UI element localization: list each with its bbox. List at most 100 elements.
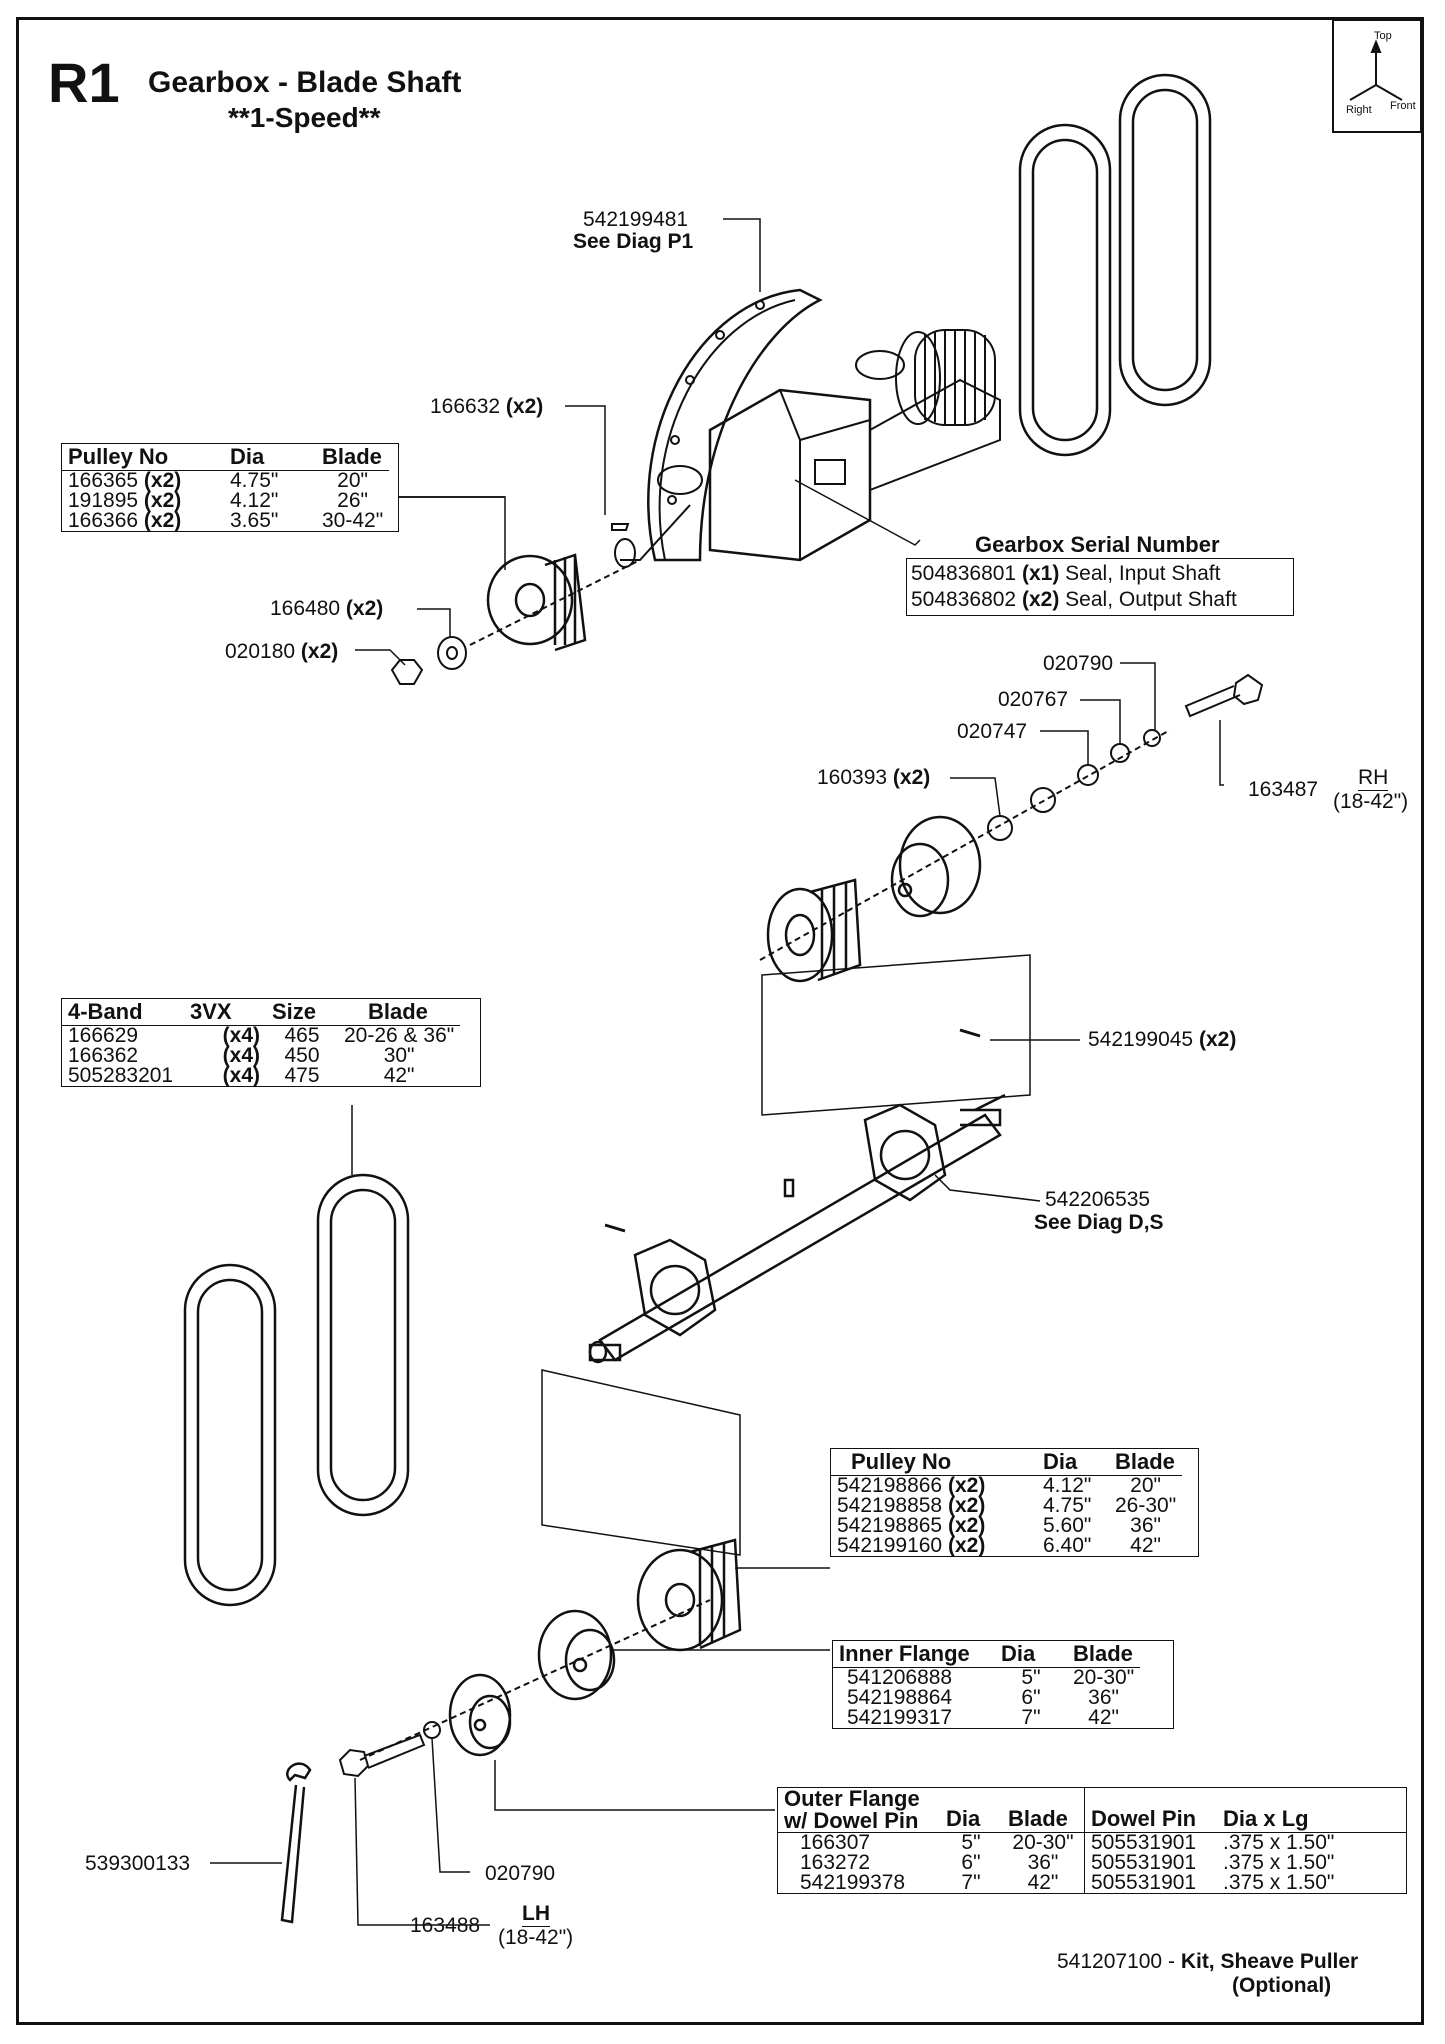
washer-020790-bottom-label: 020790 xyxy=(485,1862,556,1885)
text-tables-belt-rows-2-qty: (x4) xyxy=(222,1064,260,1087)
text-tables-pulley_bottom-headers-2: Blade xyxy=(1109,1449,1183,1476)
washer-top-part: 166480 xyxy=(270,597,341,620)
text-tables-outer_flange-headers-2: Dia xyxy=(940,1788,1002,1833)
washer-top-callout: 166480 (x2) xyxy=(270,597,383,621)
text-tables-pulley_top-rows-0-dia: 4.75" xyxy=(230,469,279,492)
text-tables-belt-rows-0-part: 166629 xyxy=(68,1024,139,1047)
text-tables-belt-rows-2-size: 475 xyxy=(284,1064,320,1087)
pulley-top xyxy=(486,553,587,652)
key-mid-qty: (x2) xyxy=(1198,1028,1237,1051)
text-tables-outer_flange-rows-0-pin_size: .375 x 1.50" xyxy=(1223,1831,1335,1854)
text-tables-outer_flange-headers-4: Dowel Pin xyxy=(1084,1788,1217,1833)
belt-bottom xyxy=(183,1173,410,1607)
text-tables-pulley_bottom-rows-2-part: 542198865 xyxy=(837,1514,943,1537)
text-tables-inner_flange-rows-1-dia: 6" xyxy=(1021,1686,1041,1709)
gearbox-part-number: 542199481 xyxy=(583,208,689,231)
text-tables-outer_flange-rows-1-pin_size: .375 x 1.50" xyxy=(1223,1851,1335,1874)
text-tables-inner_flange-headers-2: Blade xyxy=(1067,1641,1141,1668)
pulley-upper xyxy=(766,878,862,983)
text-tables-pulley_top-rows-2-qty: (x2) xyxy=(143,509,182,532)
text-callouts-seal1_desc: Seal, Input Shaft xyxy=(1065,562,1221,585)
bolt-rh xyxy=(1184,673,1264,718)
key-mid-callout: 542199045 (x2) xyxy=(1088,1028,1236,1052)
text-tables-belt-rows-0-blade: 20-26 & 36" xyxy=(344,1024,455,1047)
text-tables-pulley_bottom-rows-1-dia: 4.75" xyxy=(1043,1494,1092,1517)
text-callouts-seal2_desc: Seal, Output Shaft xyxy=(1065,588,1237,611)
bolt-lh-range: (18-42") xyxy=(498,1926,574,1949)
text-tables-inner_flange-headers-0: Inner Flange xyxy=(833,1641,995,1668)
text-tables-pulley_bottom-headers-0: Pulley No xyxy=(831,1449,1037,1476)
text-tables-inner_flange-rows-0-part: 541206888 xyxy=(847,1666,953,1689)
nut-top xyxy=(390,659,424,685)
text-tables-belt-rows-0-size: 465 xyxy=(284,1024,320,1047)
text-tables-inner_flange-rows-1-blade: 36" xyxy=(1088,1686,1119,1709)
text-tables-pulley_top-rows-1-blade: 26" xyxy=(337,489,368,512)
key-mid xyxy=(959,1028,981,1038)
text-tables-inner_flange-rows-2-blade: 42" xyxy=(1088,1706,1119,1729)
text-tables-belt-rows-1-qty: (x4) xyxy=(222,1044,260,1067)
belt-top xyxy=(1018,73,1212,457)
text-tables-belt-headers-0: 4-Band xyxy=(62,999,184,1026)
wrench xyxy=(280,1762,312,1924)
text-tables-belt-rows-2-blade: 42" xyxy=(383,1064,415,1087)
text-tables-pulley_bottom-rows-0-blade: 20" xyxy=(1130,1474,1161,1497)
key-top xyxy=(611,523,630,531)
text-tables-belt-rows-1-part: 166362 xyxy=(68,1044,139,1067)
text-tables-outer_flange-headers-1: w/ Dowel Pin xyxy=(784,1808,919,1833)
text-tables-inner_flange-rows-2-part: 542199317 xyxy=(847,1706,953,1729)
text-tables-outer_flange-headers-5: Dia x Lg xyxy=(1217,1788,1406,1833)
text-tables-outer_flange-headers-3: Blade xyxy=(1002,1788,1085,1833)
flange-inner xyxy=(537,1609,616,1701)
bolt-rh-side: RH xyxy=(1358,766,1389,791)
text-tables-outer_flange-rows-2-blade: 42" xyxy=(1027,1871,1059,1894)
seal-row-1: 504836801 (x1) Seal, Input Shaft xyxy=(911,561,1289,587)
serial-number-title: Gearbox Serial Number xyxy=(975,532,1220,557)
text-tables-pulley_bottom-rows-3-part: 542199160 xyxy=(837,1534,943,1557)
gearbox-ref: See Diag P1 xyxy=(573,230,694,253)
kit-desc: Kit, Sheave Puller xyxy=(1180,1950,1359,1973)
text-tables-belt-headers-1: 3VX xyxy=(184,999,266,1026)
washer-top-qty: (x2) xyxy=(345,597,384,620)
page-title: Gearbox - Blade Shaft xyxy=(148,66,462,99)
text-tables-outer_flange-rows-0-pin: 505531901 xyxy=(1084,1832,1217,1853)
text-tables-pulley_top-headers-0: Pulley No xyxy=(62,444,224,471)
text-tables-pulley_bottom-rows-2-qty: (x2) xyxy=(947,1514,986,1537)
text-tables-outer_flange-rows-2-part: 542199378 xyxy=(800,1871,906,1894)
page-code: R1 xyxy=(48,51,120,114)
leader-lines xyxy=(210,218,1224,1926)
washer-020790 xyxy=(1143,729,1161,747)
text-tables-belt-rows-1-blade: 30" xyxy=(383,1044,415,1067)
washer-160393 xyxy=(1030,787,1056,813)
kit-sep: - xyxy=(1167,1950,1175,1973)
text-tables-pulley_bottom-rows-3-qty: (x2) xyxy=(947,1534,986,1557)
text-tables-pulley_bottom-rows-0-dia: 4.12" xyxy=(1043,1474,1092,1497)
text-tables-pulley_top-headers-2: Blade xyxy=(316,444,390,471)
text-tables-outer_flange-rows-0-blade: 20-30" xyxy=(1012,1831,1074,1854)
text-tables-outer_flange-rows-2-pin: 505531901 xyxy=(1084,1872,1217,1893)
text-tables-inner_flange-rows-0-blade: 20-30" xyxy=(1073,1666,1135,1689)
text-tables-pulley_bottom-rows-0-part: 542198866 xyxy=(837,1474,943,1497)
orientation-indicator xyxy=(1332,19,1422,133)
text-tables-pulley_top-rows-1-qty: (x2) xyxy=(143,489,182,512)
pulley-leader-box-b xyxy=(541,1369,741,1556)
page-subtitle: **1-Speed** xyxy=(228,102,381,133)
text-tables-outer_flange-rows-1-part: 163272 xyxy=(800,1851,871,1874)
gearbox-assembly xyxy=(614,288,1001,568)
page-frame xyxy=(16,17,1424,2025)
text-tables-outer_flange-rows-2-pin_size: .375 x 1.50" xyxy=(1223,1871,1335,1894)
pulley-leader-box xyxy=(761,954,1031,1116)
washer-top xyxy=(437,636,467,670)
key-top-part: 166632 xyxy=(430,395,501,418)
text-tables-belt-headers-3: Blade xyxy=(338,999,461,1026)
washer-160393-part: 160393 xyxy=(817,766,888,789)
text-tables-belt-headers-2: Size xyxy=(266,999,338,1026)
key-top-qty: (x2) xyxy=(505,395,544,418)
